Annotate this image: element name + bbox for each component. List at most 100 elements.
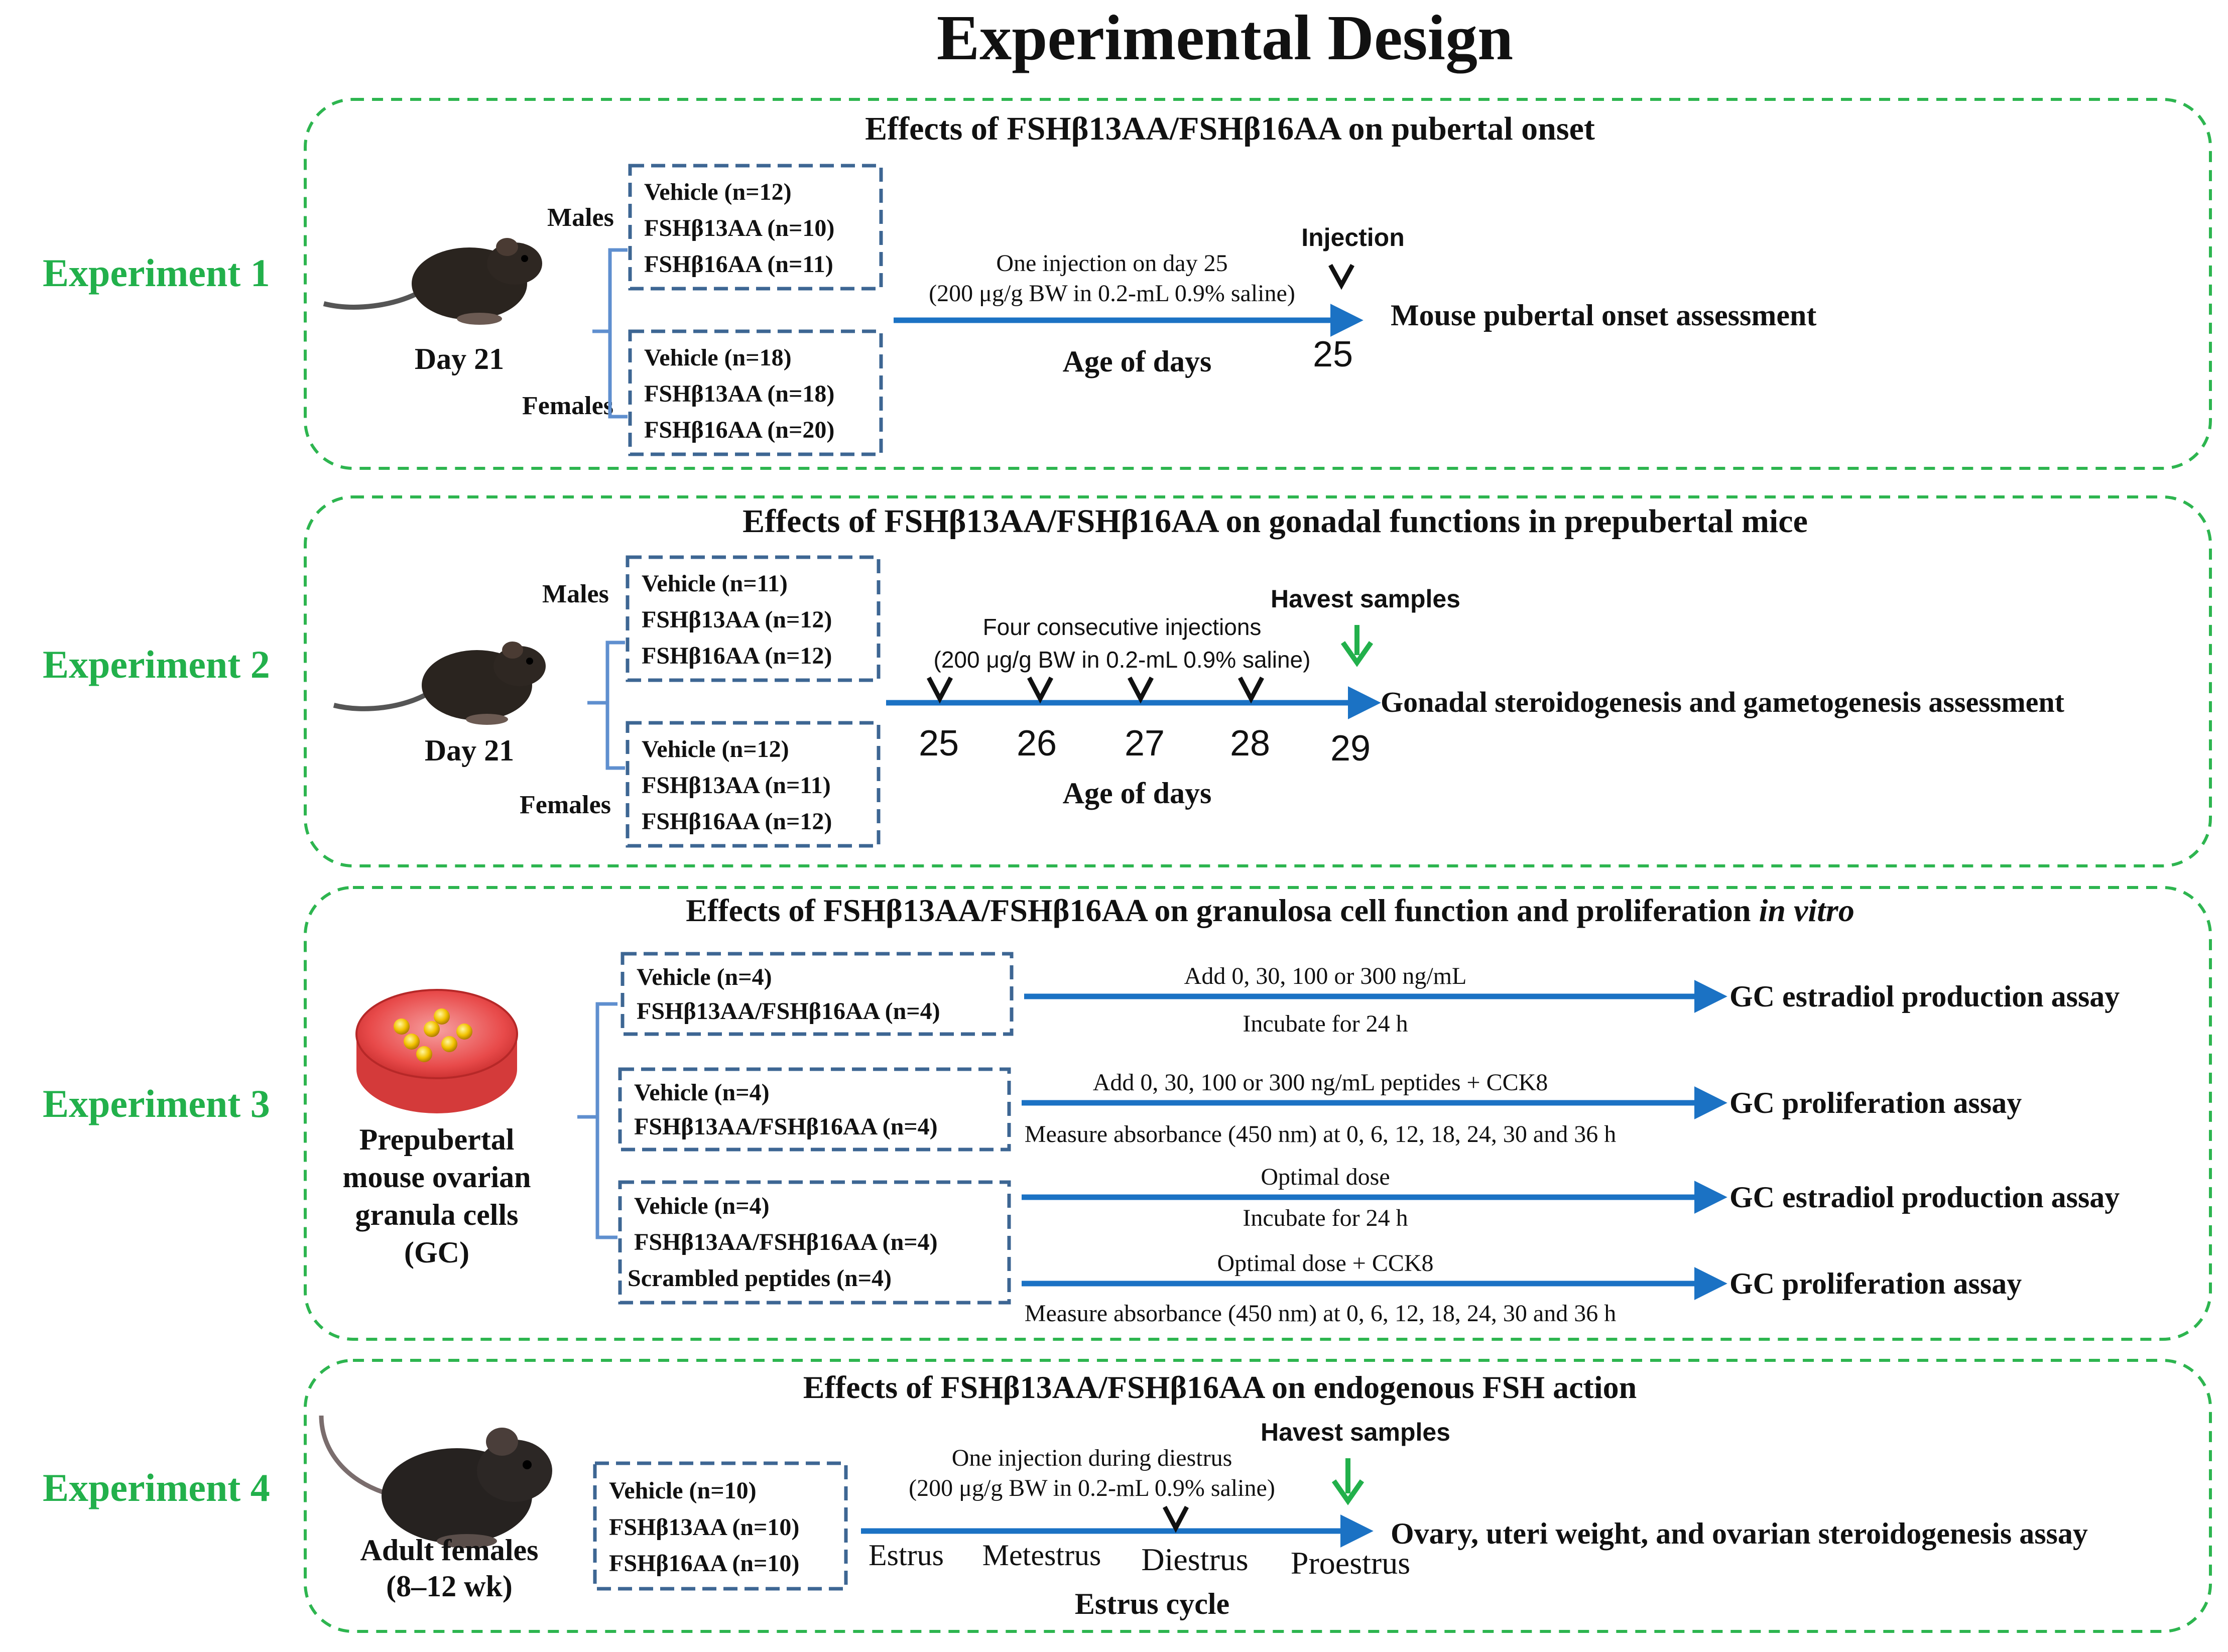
experiment-3-row-3-above: Optimal dose [1261, 1164, 1390, 1190]
experiment-2-label: Experiment 2 [43, 643, 270, 686]
experiment-2-males-label: Males [542, 580, 609, 608]
experiment-3-group-c-item: Scrambled peptides (n=4) [628, 1265, 892, 1292]
experiment-1-border [304, 98, 2212, 470]
experiment-4-stage-label: Proestrus [1291, 1545, 1410, 1581]
experiment-3-heading: Effects of FSHβ13AA/FSHβ16AA on granulos… [686, 893, 1854, 928]
experiment-3-brace [577, 1002, 617, 1239]
experiment-4-label: Experiment 4 [43, 1466, 270, 1509]
experiment-1-heading: Effects of FSHβ13AA/FSHβ16AA on pubertal… [865, 110, 1595, 147]
experiment-3-row-1-outcome: GC estradiol production assay [1729, 980, 2120, 1013]
injection-arrow-icon [1328, 264, 1354, 290]
injection-arrow-icon [1163, 1505, 1189, 1533]
experiment-2-heading: Effects of FSHβ13AA/FSHβ16AA on gonadal … [742, 503, 1808, 540]
experiment-2-animal-label: Day 21 [425, 734, 514, 767]
experiment-1-injection-note-1: One injection on day 25 [996, 250, 1227, 277]
experiment-3-label: Experiment 3 [43, 1082, 270, 1125]
experiment-2-border [304, 495, 2212, 867]
experiment-4-group: FSHβ16AA (n=10) [609, 1550, 799, 1577]
experiment-2-day-label: 28 [1230, 723, 1270, 764]
experiment-1-female-group: FSHβ13AA (n=18) [644, 380, 834, 407]
experiment-1-male-groups-box [628, 164, 883, 291]
experiment-4-harvest-marker: Havest samples [1261, 1418, 1450, 1446]
experiment-4-stage-label: Estrus [869, 1539, 944, 1572]
experiment-3-row-2-below: Measure absorbance (450 nm) at 0, 6, 12,… [1025, 1121, 1616, 1148]
experiment-4-outcome: Ovary, uteri weight, and ovarian steroid… [1391, 1517, 2088, 1550]
experiment-4-group: Vehicle (n=10) [609, 1477, 757, 1504]
experiment-4-panel: Experiment 4 Effects of FSHβ13AA/FSHβ16A… [43, 1359, 2212, 1633]
experiment-1-female-group: FSHβ16AA (n=20) [644, 417, 834, 443]
experiment-3-panel: Experiment 3 Effects of FSHβ13AA/FSHβ16A… [43, 886, 2212, 1341]
experiment-4-stage-label: Metestrus [982, 1539, 1101, 1572]
injection-arrow-icon [1128, 676, 1154, 704]
experiment-2-male-group: Vehicle (n=11) [642, 570, 788, 597]
experiment-4-axis-label: Estrus cycle [1075, 1587, 1229, 1620]
experiment-1-animal-label: Day 21 [415, 342, 504, 375]
experiment-3-group-a-box [621, 952, 1014, 1036]
juvenile-mouse-icon [333, 642, 546, 725]
experiment-4-group: FSHβ13AA (n=10) [609, 1514, 799, 1541]
experiment-2-male-group: FSHβ13AA (n=12) [642, 606, 832, 633]
experiment-1-males-label: Males [547, 203, 614, 232]
experiment-3-group-c-item: FSHβ13AA/FSHβ16AA (n=4) [634, 1229, 938, 1255]
experiment-2-panel: Experiment 2 Effects of FSHβ13AA/FSHβ16A… [43, 495, 2212, 867]
experiment-1-females-label: Females [522, 392, 613, 420]
experiment-2-injection-note-2: (200 μg/g BW in 0.2-mL 0.9% saline) [934, 647, 1311, 673]
experiment-2-male-groups-box [626, 555, 881, 682]
experiment-2-injection-note-1: Four consecutive injections [983, 614, 1262, 640]
experiment-3-row-2-above: Add 0, 30, 100 or 300 ng/mL peptides + C… [1093, 1069, 1548, 1096]
experiment-1-female-group: Vehicle (n=18) [644, 344, 792, 371]
experiment-3-row-4-above: Optimal dose + CCK8 [1217, 1250, 1433, 1277]
petri-dish-icon [355, 989, 518, 1113]
experiment-2-male-group: FSHβ16AA (n=12) [642, 643, 832, 669]
experiment-2-female-group: FSHβ16AA (n=12) [642, 808, 832, 835]
experiment-3-cell-label: (GC) [404, 1236, 469, 1269]
experiment-2-female-group: Vehicle (n=12) [642, 736, 789, 763]
experiment-3-group-a-item: FSHβ13AA/FSHβ16AA (n=4) [637, 998, 940, 1025]
experiment-1-female-groups-box [628, 329, 883, 456]
experiment-1-male-group: FSHβ13AA (n=10) [644, 215, 834, 241]
experiment-2-harvest-marker: Havest samples [1271, 585, 1460, 613]
experiment-2-day-label: 26 [1017, 723, 1057, 764]
experiment-2-brace [587, 641, 625, 770]
experiment-4-stage-label: Diestrus [1141, 1542, 1248, 1577]
experiment-2-females-label: Females [520, 791, 611, 819]
experiment-4-animal-label-1: Adult females [360, 1534, 539, 1567]
experiment-4-injection-note-2: (200 μg/g BW in 0.2-mL 0.9% saline) [909, 1475, 1275, 1501]
experiment-1-injection-note-2: (200 μg/g BW in 0.2-mL 0.9% saline) [929, 280, 1295, 307]
experiment-1-brace [592, 248, 628, 419]
experiment-3-row-4-outcome: GC proliferation assay [1729, 1267, 2022, 1300]
experiment-3-border [304, 886, 2212, 1341]
harvest-arrow-icon [1331, 1458, 1365, 1505]
experiment-1-day-label: 25 [1313, 334, 1353, 374]
experiment-3-row-4-below: Measure absorbance (450 nm) at 0, 6, 12,… [1025, 1300, 1616, 1327]
experiment-4-heading: Effects of FSHβ13AA/FSHβ16AA on endogeno… [803, 1369, 1637, 1405]
injection-arrow-icon [1238, 676, 1264, 704]
experiment-3-cell-label: mouse ovarian [343, 1161, 531, 1194]
experiment-4-groups-box [593, 1461, 848, 1591]
experiment-3-row-1-below: Incubate for 24 h [1243, 1010, 1408, 1037]
harvest-arrow-icon [1340, 625, 1374, 667]
experiment-2-day-label: 29 [1330, 728, 1371, 769]
experiment-1-panel: Experiment 1 Effects of FSHβ13AA/FSHβ16A… [43, 98, 2212, 470]
experiment-1-label: Experiment 1 [43, 251, 270, 295]
experiment-1-injection-marker: Injection [1301, 223, 1405, 251]
experiment-3-group-c-box [618, 1180, 1011, 1305]
experiment-2-day-label: 25 [919, 723, 959, 764]
experiment-3-group-a-item: Vehicle (n=4) [637, 964, 772, 990]
experiment-2-female-groups-box [626, 721, 881, 848]
experiment-1-male-group: FSHβ16AA (n=11) [644, 251, 833, 278]
experiment-3-cell-label: Prepubertal [359, 1123, 515, 1156]
page-title: Experimental Design [937, 2, 1513, 73]
experiment-2-day-label: 27 [1125, 723, 1165, 764]
experiment-3-row-3-below: Incubate for 24 h [1243, 1205, 1408, 1231]
experiment-1-outcome: Mouse pubertal onset assessment [1391, 299, 1816, 332]
experiment-4-border [304, 1359, 2212, 1633]
experiment-3-group-b-item: FSHβ13AA/FSHβ16AA (n=4) [634, 1113, 938, 1140]
experiment-3-cell-label: granula cells [355, 1198, 519, 1231]
adult-mouse-icon [319, 1415, 552, 1548]
experiment-4-injection-note-1: One injection during diestrus [952, 1445, 1232, 1471]
experiment-3-group-b-item: Vehicle (n=4) [634, 1079, 770, 1106]
experiment-2-axis-label: Age of days [1063, 777, 1212, 810]
experiment-3-row-2-outcome: GC proliferation assay [1729, 1086, 2022, 1119]
experiment-2-female-group: FSHβ13AA (n=11) [642, 772, 831, 799]
